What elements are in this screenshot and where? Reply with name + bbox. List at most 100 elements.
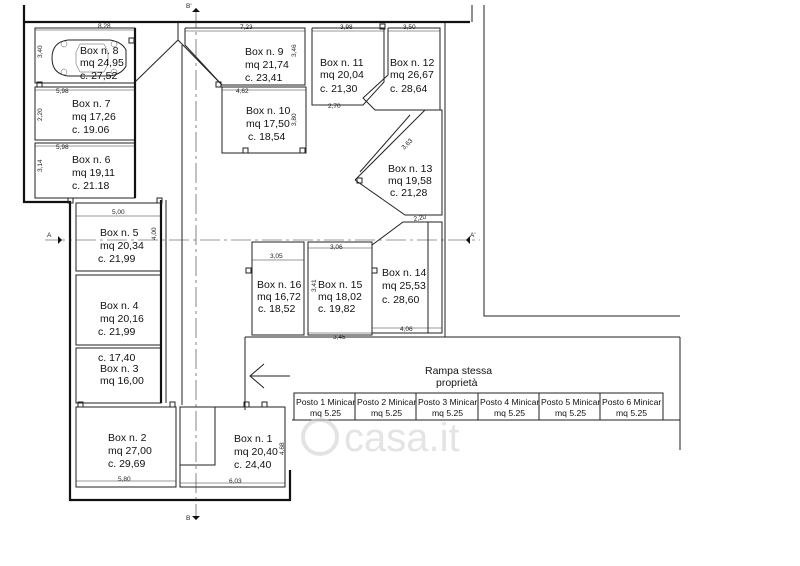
dim-3-98: 3,98 [340, 24, 353, 31]
dim-3-40: 3,40 [37, 45, 44, 58]
svg-text:c. 17,40: c. 17,40 [98, 352, 136, 364]
dim-2-20-b: 2,20 [413, 214, 427, 223]
minicar-spot-6-label: Posto 6 Minicar mq 5.25 [602, 397, 661, 418]
dim-4-62: 4,62 [236, 88, 249, 95]
dim-3-41: 3,41 [311, 279, 318, 292]
svg-text:Box n. 8: Box n. 8 [80, 45, 119, 57]
svg-text:c. 18,54: c. 18,54 [248, 131, 286, 143]
svg-text:c. 27,52: c. 27,52 [80, 70, 118, 82]
svg-text:Box n. 14: Box n. 14 [382, 267, 427, 279]
svg-text:c. 24,40: c. 24,40 [234, 459, 272, 471]
svg-text:mq 19,11: mq 19,11 [72, 167, 115, 179]
svg-text:Posto 1 Minicar: Posto 1 Minicar [296, 397, 355, 407]
svg-text:mq 5.25: mq 5.25 [432, 408, 463, 418]
svg-text:mq 20,04: mq 20,04 [320, 69, 364, 81]
svg-text:c. 21,28: c. 21,28 [390, 187, 428, 199]
svg-text:c. 21,99: c. 21,99 [98, 326, 136, 338]
box-3-label: c. 17,40 Box n. 3 mq 16,00 [98, 352, 144, 387]
box-11-label: Box n. 11 mq 20,04 c. 21,30 [320, 57, 364, 95]
svg-text:Box n. 11: Box n. 11 [320, 57, 364, 69]
box-13-label: Box n. 13 mq 19,58 c. 21,28 [388, 163, 433, 199]
svg-text:mq 25,53: mq 25,53 [382, 280, 426, 292]
svg-text:c. 28,64: c. 28,64 [390, 83, 428, 95]
dim-2-20: 2,20 [37, 108, 44, 121]
dim-3-05: 3,05 [270, 253, 283, 260]
svg-text:Box n. 15: Box n. 15 [318, 279, 363, 291]
svg-text:Posto 2 Minicar: Posto 2 Minicar [357, 397, 416, 407]
dim-6-03: 6,03 [229, 478, 242, 485]
svg-text:Box n. 13: Box n. 13 [388, 163, 433, 175]
dim-7-23: 7,23 [240, 24, 253, 31]
corridor-walls [177, 39, 223, 405]
section-mark-b-bottom: B [186, 515, 190, 522]
entrance-arrow-icon [249, 363, 290, 389]
svg-text:mq 5.25: mq 5.25 [371, 408, 402, 418]
svg-text:Box n. 5: Box n. 5 [100, 227, 139, 239]
ramp-label-line2: proprietà [436, 377, 478, 389]
svg-text:Posto 5 Minicar: Posto 5 Minicar [541, 397, 600, 407]
dim-3-80: 3,80 [291, 113, 298, 126]
box-10-label: Box n. 10 mq 17,50 c. 18,54 [246, 105, 291, 143]
dim-4-00: 4,00 [151, 227, 158, 240]
minicar-spots [293, 392, 664, 421]
dim-4-68: 4,68 [279, 442, 286, 455]
dim-5-98-a: 5,98 [56, 88, 69, 95]
minicar-spot-4-label: Posto 4 Minicar mq 5.25 [480, 397, 539, 418]
svg-text:mq 26,67: mq 26,67 [390, 69, 434, 81]
dim-3-46: 3,46 [291, 44, 298, 57]
svg-text:mq 16,00: mq 16,00 [100, 375, 144, 387]
svg-text:mq 20,34: mq 20,34 [100, 240, 144, 252]
svg-text:c. 23,41: c. 23,41 [245, 72, 283, 84]
svg-text:Posto 4 Minicar: Posto 4 Minicar [480, 397, 539, 407]
box-1-outline [179, 406, 286, 488]
section-mark-b-top: B' [186, 3, 192, 10]
svg-text:c. 18,52: c. 18,52 [258, 303, 296, 315]
svg-text:c. 21.18: c. 21.18 [72, 180, 110, 192]
dim-4-06: 4,06 [400, 326, 413, 333]
svg-text:mq 21,74: mq 21,74 [245, 59, 289, 71]
svg-text:mq 18,02: mq 18,02 [318, 291, 362, 303]
svg-text:Box n. 6: Box n. 6 [72, 154, 111, 166]
svg-text:mq 20,40: mq 20,40 [234, 446, 278, 458]
box-5-label: Box n. 5 mq 20,34 c. 21,99 [98, 227, 144, 265]
box-6-label: Box n. 6 mq 19,11 c. 21.18 [72, 154, 115, 192]
svg-text:mq 17,50: mq 17,50 [246, 118, 290, 130]
section-lines [45, 8, 480, 520]
svg-text:Box n. 2: Box n. 2 [108, 432, 147, 444]
svg-text:mq 5.25: mq 5.25 [494, 408, 525, 418]
middle-column-boxes [75, 200, 177, 488]
svg-text:mq 5.25: mq 5.25 [616, 408, 647, 418]
box-2-label: Box n. 2 mq 27,00 c. 29,69 [108, 432, 152, 470]
box-14-label: Box n. 14 mq 25,53 c. 28,60 [382, 267, 427, 306]
svg-text:mq 19,58: mq 19,58 [388, 175, 432, 187]
svg-text:c. 28,60: c. 28,60 [382, 294, 420, 306]
svg-text:c. 29,69: c. 29,69 [108, 458, 146, 470]
dim-3-50: 3,50 [403, 24, 416, 31]
dim-3-45: 3,45 [333, 334, 346, 341]
svg-text:Box n. 9: Box n. 9 [245, 46, 284, 58]
svg-text:Box n. 10: Box n. 10 [246, 105, 291, 117]
dim-5-80: 5,80 [118, 476, 131, 483]
svg-text:c. 21,30: c. 21,30 [320, 83, 358, 95]
svg-text:Box n. 3: Box n. 3 [100, 363, 139, 375]
svg-text:Posto 3 Minicar: Posto 3 Minicar [418, 397, 477, 407]
dim-2-70: 2,70 [328, 103, 341, 110]
dim-3-14: 3,14 [37, 159, 44, 172]
dim-8-28: 8,28 [98, 23, 111, 30]
dim-5-00: 5,00 [112, 209, 125, 216]
lower-center-boxes [251, 221, 443, 336]
box-1-label: Box n. 1 mq 20,40 c. 24,40 [234, 433, 278, 471]
box-9-label: Box n. 9 mq 21,74 c. 23,41 [245, 46, 289, 84]
box-7-label: Box n. 7 mq 17,26 c. 19.06 [72, 98, 116, 136]
svg-text:mq 5.25: mq 5.25 [555, 408, 586, 418]
minicar-spot-3-label: Posto 3 Minicar mq 5.25 [418, 397, 477, 418]
svg-text:Box n. 1: Box n. 1 [234, 433, 273, 445]
svg-text:mq 20,16: mq 20,16 [100, 313, 144, 325]
svg-text:Box n. 16: Box n. 16 [257, 279, 302, 291]
svg-text:c. 19.06: c. 19.06 [72, 124, 110, 136]
svg-text:mq 16,72: mq 16,72 [257, 291, 301, 303]
box-8-label: Box n. 8 mq 24,95 c. 27,52 [80, 45, 124, 82]
door-markers [36, 23, 386, 408]
svg-text:Box n. 7: Box n. 7 [72, 98, 111, 110]
